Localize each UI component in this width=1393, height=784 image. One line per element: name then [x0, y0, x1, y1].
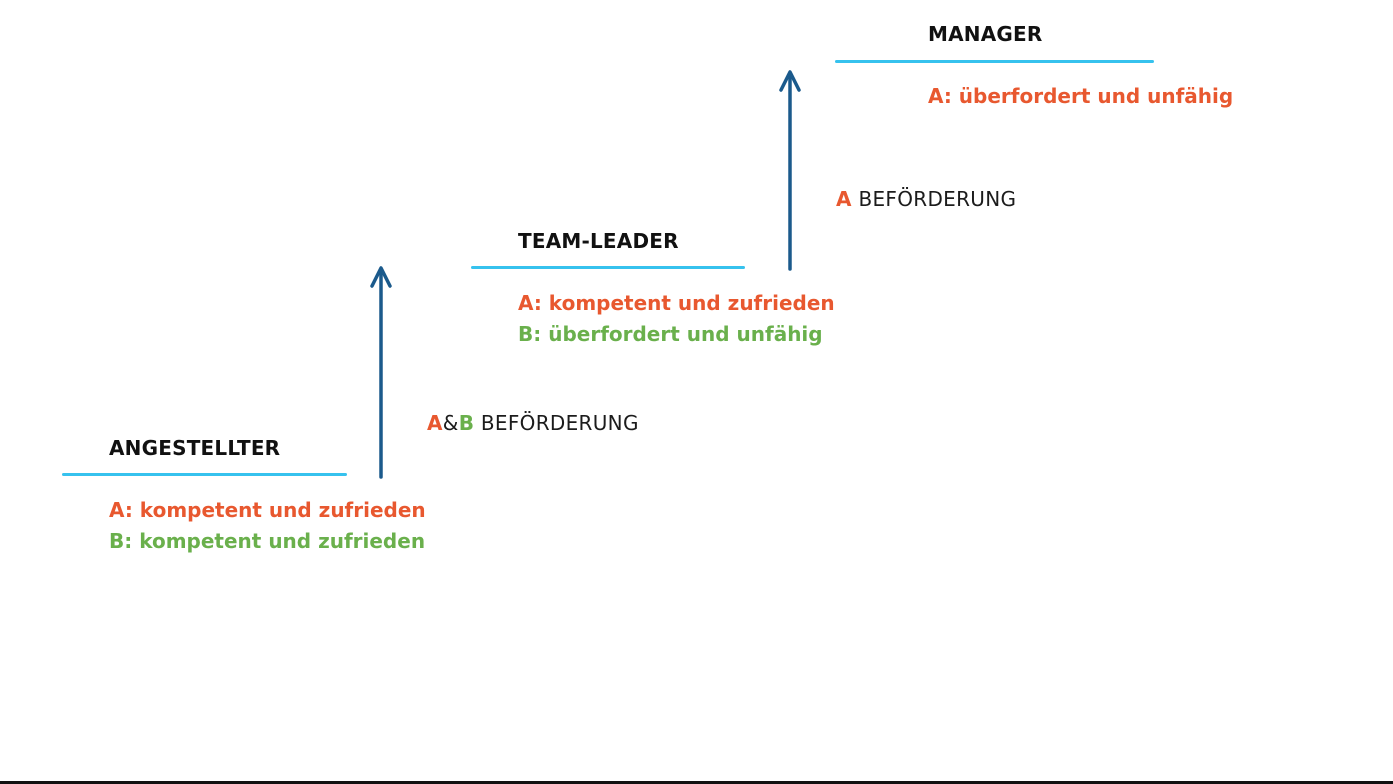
promotion-1-worker-b: B — [458, 411, 475, 435]
promotion-arrow-2 — [779, 70, 801, 271]
promotion-1-text: BEFÖRDERUNG — [480, 411, 639, 435]
team-leader-status-b: B: überfordert und unfähig — [518, 322, 823, 346]
employee-status-b: B: kompetent und zufrieden — [109, 529, 426, 553]
promotion-label-1: A&B BEFÖRDERUNG — [427, 411, 639, 435]
team-leader-status-a: A: kompetent und zufrieden — [518, 291, 835, 315]
promotion-label-2: A BEFÖRDERUNG — [836, 187, 1016, 211]
level-line-team-leader — [471, 266, 745, 269]
promotion-1-worker-a: A — [427, 411, 443, 435]
level-line-manager — [835, 60, 1154, 63]
level-title-employee: ANGESTELLTER — [109, 436, 281, 460]
promotion-1-ampersand: & — [442, 411, 459, 435]
bottom-border — [0, 781, 1393, 784]
level-line-employee — [62, 473, 347, 476]
promotion-arrow-1 — [370, 266, 392, 479]
level-title-team-leader: TEAM-LEADER — [518, 229, 679, 253]
employee-status-a: A: kompetent und zufrieden — [109, 498, 426, 522]
manager-status-a: A: überfordert und unfähig — [928, 84, 1234, 108]
promotion-2-worker-a: A — [836, 187, 852, 211]
level-title-manager: MANAGER — [928, 22, 1043, 46]
promotion-2-text: BEFÖRDERUNG — [858, 187, 1017, 211]
